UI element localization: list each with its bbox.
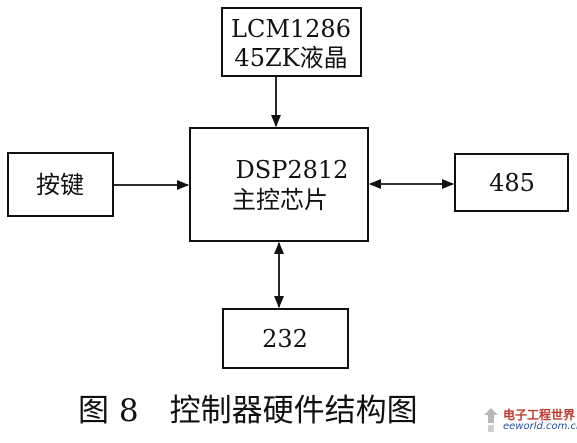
rs485-node: 485 <box>454 153 569 212</box>
keypad-label: 按键 <box>36 171 84 199</box>
figure-caption: 图 8 控制器硬件结构图 <box>78 393 418 429</box>
lcm-display-node: LCM1286 45ZK液晶 <box>221 7 362 77</box>
lcm-display-label-line2: 45ZK液晶 <box>234 44 347 72</box>
dsp-controller-label-line1: DSP2812 <box>236 156 349 184</box>
lcm-display-label-line1: LCM1286 <box>231 15 351 43</box>
dsp-controller-label-line2: 主控芯片 <box>232 186 328 214</box>
rs232-label: 232 <box>262 325 308 353</box>
eeworld-logo-icon <box>484 408 498 432</box>
watermark-title: 电子工程世界 <box>503 408 576 422</box>
watermark-site: eeworld.com.cn <box>503 421 577 432</box>
dsp-controller-node: DSP2812 主控芯片 <box>189 127 369 242</box>
watermark: 电子工程世界 eeworld.com.cn <box>483 405 577 439</box>
rs485-label: 485 <box>489 169 535 197</box>
keypad-node: 按键 <box>7 152 114 217</box>
rs232-node: 232 <box>222 308 349 369</box>
